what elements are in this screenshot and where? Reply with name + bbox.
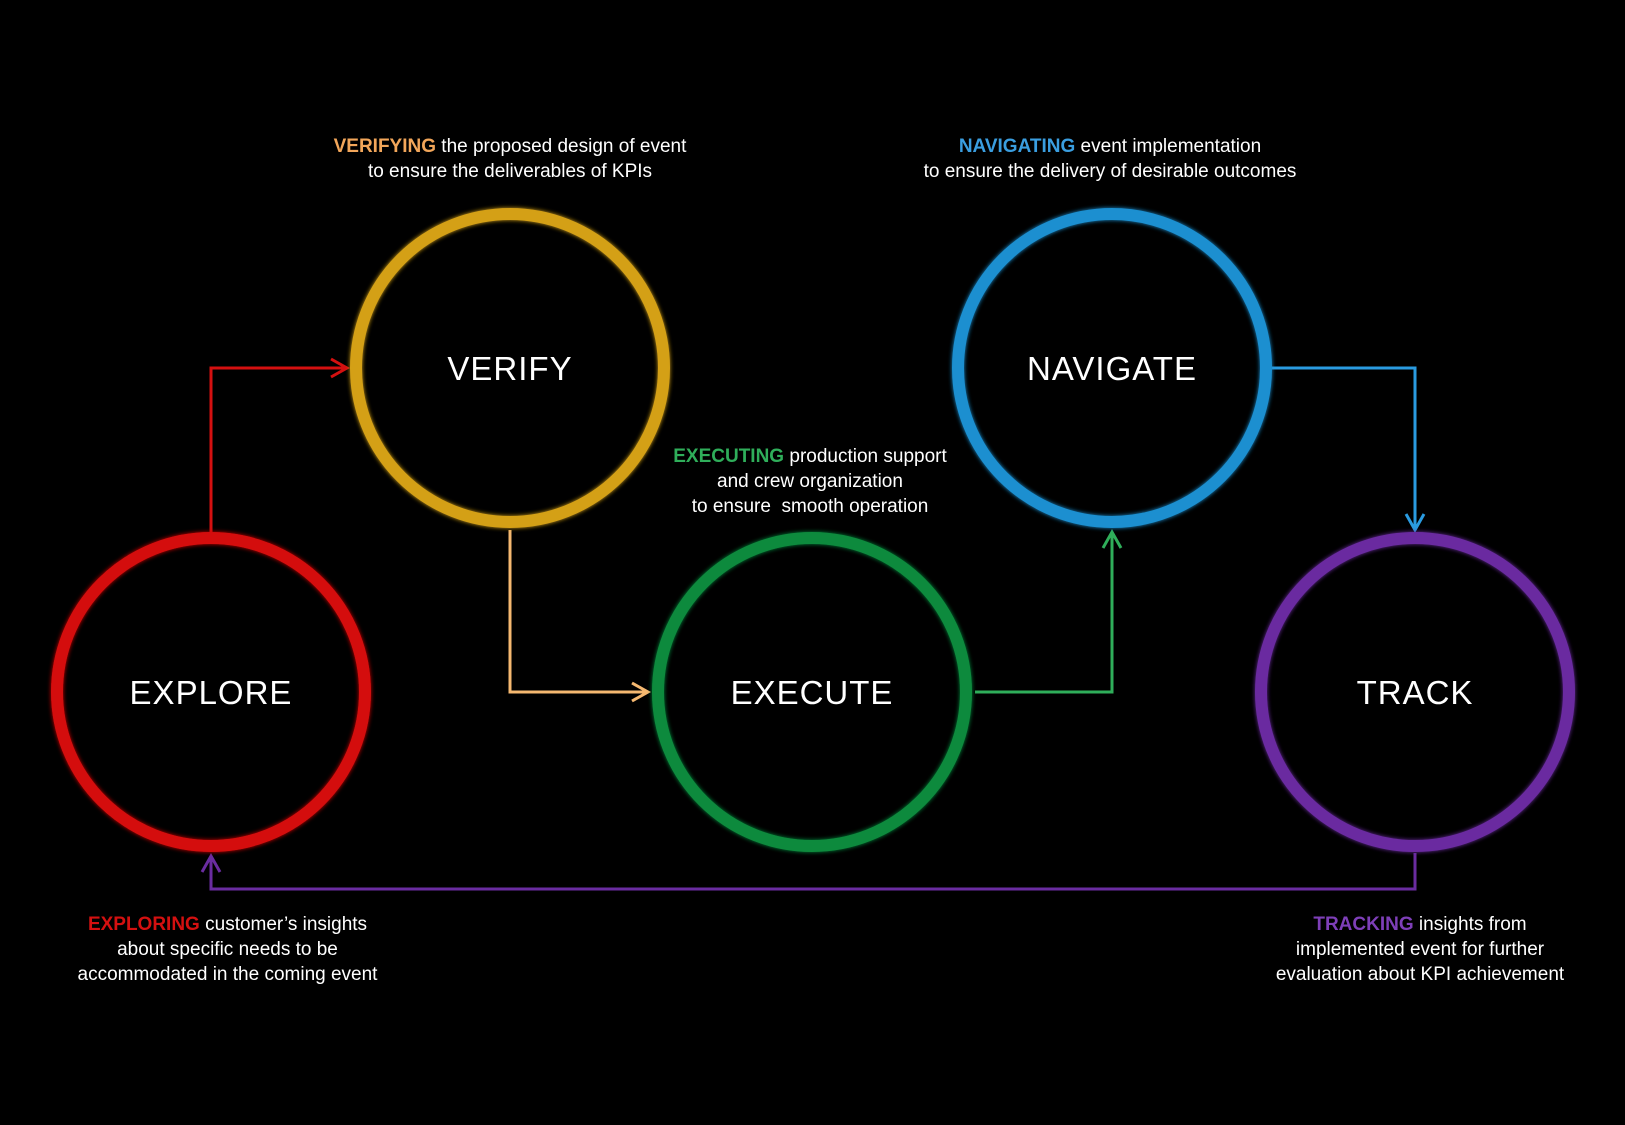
verify-description: VERIFYING the proposed design of event t… [295, 134, 725, 184]
verify-description-line1: VERIFYING the proposed design of event [295, 134, 725, 159]
connector-line [1272, 366, 1417, 530]
arrow-execute-to-navigate [975, 528, 1123, 694]
connector-line [508, 530, 648, 694]
execute-keyword: EXECUTING [673, 446, 785, 467]
execute-line1-text: production support [784, 446, 947, 467]
navigate-keyword: NAVIGATING [958, 136, 1076, 157]
navigate-line1-text: event implementation [1075, 136, 1262, 157]
execute-description-line1: EXECUTING production support [640, 444, 980, 469]
node-track: TRACK [1255, 532, 1575, 852]
connector-line [209, 366, 347, 532]
explore-description-line1: EXPLORING customer’s insights [40, 912, 415, 937]
node-execute: EXECUTE [652, 532, 972, 852]
verify-description-line2: to ensure the deliverables of KPIs [367, 161, 653, 182]
verify-keyword: VERIFYING [333, 136, 437, 157]
arrowhead-icon [200, 852, 222, 873]
execute-ring [652, 532, 972, 852]
explore-ring [51, 532, 371, 852]
node-verify: VERIFY [350, 208, 670, 528]
track-line1-text: insights from [1413, 914, 1527, 935]
navigate-description-line1: NAVIGATING event implementation [880, 134, 1340, 159]
arrowhead-icon [1404, 513, 1426, 534]
execute-label: EXECUTE [731, 674, 894, 711]
explore-keyword: EXPLORING [87, 914, 200, 935]
track-keyword: TRACKING [1313, 914, 1414, 935]
explore-description-line2: about specific needs to be [117, 939, 338, 960]
verify-label: VERIFY [447, 350, 572, 387]
execute-description: EXECUTING production support and crew or… [640, 444, 980, 519]
execute-description-line2: and crew organization [717, 471, 903, 492]
explore-line1-text: customer’s insights [199, 914, 368, 935]
navigate-ring [952, 208, 1272, 528]
verify-ring [350, 208, 670, 528]
arrow-verify-to-execute [508, 530, 652, 703]
track-description-line2: implemented event for further [1295, 939, 1545, 960]
navigate-description-line2: to ensure the delivery of desirable outc… [923, 161, 1297, 182]
explore-description-line3: accommodated in the coming event [77, 964, 378, 985]
arrowhead-icon [631, 681, 652, 703]
arrowhead-icon [330, 357, 351, 379]
navigate-description: NAVIGATING event implementation to ensur… [880, 134, 1340, 184]
track-description: TRACKING insights from implemented event… [1240, 912, 1600, 987]
track-label: TRACK [1357, 674, 1474, 711]
connector-line [975, 532, 1114, 694]
arrow-track-to-explore [200, 852, 1417, 891]
arrow-navigate-to-track [1272, 366, 1426, 534]
explore-description: EXPLORING customer’s insights about spec… [40, 912, 415, 987]
track-description-line3: evaluation about KPI achievement [1275, 964, 1565, 985]
arrowhead-icon [1101, 528, 1123, 549]
track-ring [1255, 532, 1575, 852]
connector-line [209, 853, 1417, 891]
arrow-explore-to-verify [209, 357, 351, 532]
verify-line1-text: the proposed design of event [436, 136, 687, 157]
node-explore: EXPLORE [51, 532, 371, 852]
navigate-label: NAVIGATE [1027, 350, 1197, 387]
track-description-line1: TRACKING insights from [1240, 912, 1600, 937]
execute-description-line3: to ensure smooth operation [691, 496, 929, 517]
node-navigate: NAVIGATE [952, 208, 1272, 528]
explore-label: EXPLORE [130, 674, 293, 711]
